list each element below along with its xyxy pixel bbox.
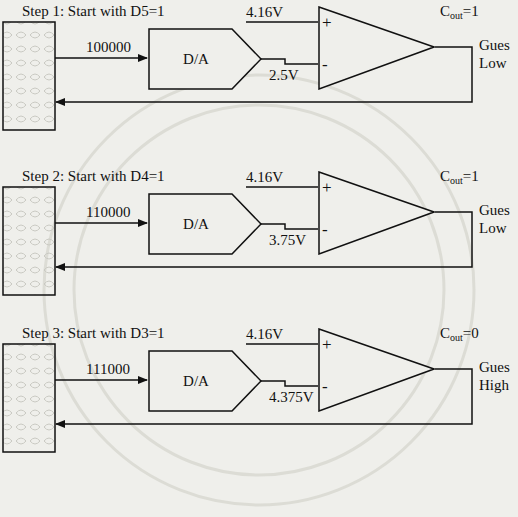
input-voltage: 4.16V — [246, 170, 283, 185]
guess-note: Low — [479, 221, 507, 236]
comparator: +- — [318, 171, 435, 255]
guess-note: High — [479, 378, 509, 393]
step-title: Step 2: Start with D4=1 — [22, 169, 165, 184]
comparator-outline — [318, 328, 435, 412]
plus-input: + — [322, 179, 332, 196]
comparator-outline — [318, 171, 435, 255]
minus-input: - — [322, 378, 328, 395]
guess-note: Low — [479, 56, 507, 71]
vin-wire — [246, 21, 318, 23]
digital-code: 110000 — [86, 205, 130, 220]
comparator-shape — [319, 329, 434, 411]
dac-voltage: 4.375V — [269, 390, 314, 405]
watermark — [44, 75, 474, 505]
guess-note: Gues — [479, 360, 510, 375]
output-subscript: out — [450, 333, 463, 343]
dac-shape — [149, 194, 261, 254]
sar-register — [3, 187, 55, 295]
output-value: =0 — [463, 326, 479, 341]
minus-input: - — [322, 221, 328, 238]
step-title: Step 1: Start with D5=1 — [22, 4, 165, 19]
vin-wire — [246, 186, 318, 188]
input-voltage: 4.16V — [246, 5, 283, 20]
code-bus — [55, 222, 147, 224]
block-label: D/A — [183, 374, 209, 389]
dac-block: D/A — [148, 350, 262, 412]
plus-input: + — [322, 14, 332, 31]
dac-voltage: 3.75V — [269, 233, 306, 248]
dac-output-wire — [261, 381, 318, 386]
output-name: C — [440, 4, 450, 19]
dac-block: D/A — [148, 28, 262, 90]
block-label: D/A — [183, 217, 209, 232]
vin-wire — [246, 343, 318, 345]
comparator: +- — [318, 328, 435, 412]
sar-register — [3, 344, 55, 452]
minus-input: - — [322, 56, 328, 73]
output-subscript: out — [450, 11, 463, 21]
output-value: =1 — [463, 169, 479, 184]
comparator-outline — [318, 6, 435, 90]
guess-note: Gues — [479, 203, 510, 218]
dac-output-wire — [261, 224, 318, 229]
digital-code: 100000 — [86, 40, 131, 55]
dac-voltage: 2.5V — [269, 68, 299, 83]
dac-shape — [149, 351, 261, 411]
dac-shape — [149, 29, 261, 89]
guess-note: Gues — [479, 38, 510, 53]
plus-input: + — [322, 336, 332, 353]
sar-register — [3, 22, 55, 130]
output-value: =1 — [463, 4, 479, 19]
comparator: +- — [318, 6, 435, 90]
code-bus — [55, 57, 147, 59]
input-voltage: 4.16V — [246, 327, 283, 342]
block-label: D/A — [183, 52, 209, 67]
code-bus — [55, 379, 147, 381]
output-name: C — [440, 169, 450, 184]
comparator-shape — [319, 172, 434, 254]
digital-code: 111000 — [86, 362, 130, 377]
comparator-shape — [319, 7, 434, 89]
dac-block: D/A — [148, 193, 262, 255]
output-subscript: out — [450, 176, 463, 186]
dac-output-wire — [261, 59, 318, 64]
output-name: C — [440, 326, 450, 341]
step-title: Step 3: Start with D3=1 — [22, 326, 165, 341]
